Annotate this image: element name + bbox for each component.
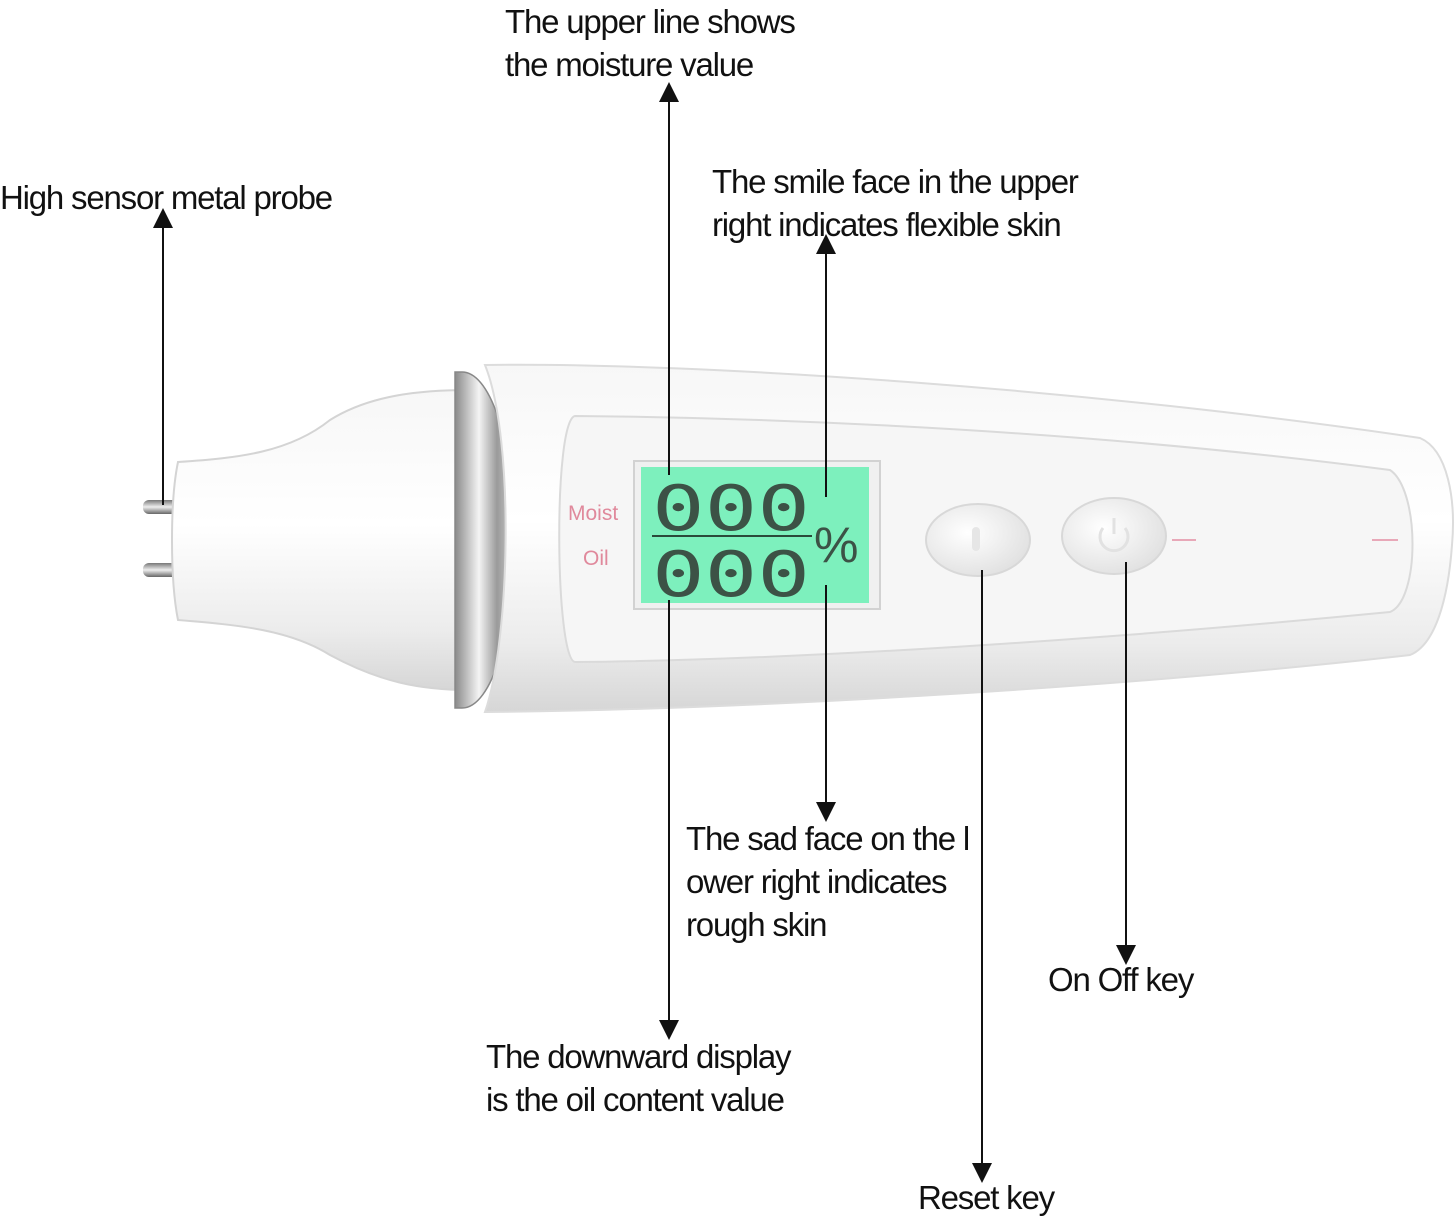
percent-sign: %: [814, 517, 858, 573]
moisture-annotation-line2: the moisture value: [505, 46, 754, 83]
sad-annotation-line1: The sad face on the l: [686, 820, 970, 857]
sad-annotation: The sad face on the l ower right indicat…: [686, 817, 970, 946]
oil-annotation-line1: The downward display: [486, 1038, 792, 1075]
power-icon: [1098, 518, 1130, 553]
reset-annotation: Reset key: [918, 1176, 1055, 1219]
oil-annotation-line2: is the oil content value: [486, 1081, 785, 1118]
reset-annotation-text: Reset key: [918, 1179, 1055, 1216]
oil-annotation: The downward display is the oil content …: [486, 1035, 792, 1121]
smile-annotation-line1: The smile face in the upper: [712, 163, 1079, 200]
onoff-annotation: On Off key: [1048, 958, 1194, 1001]
sad-annotation-line2: ower right indicates: [686, 863, 948, 900]
onoff-annotation-text: On Off key: [1048, 961, 1194, 998]
moisture-readout: 000: [652, 472, 810, 545]
probe-annotation: High sensor metal probe: [0, 176, 333, 219]
moist-label: Moist: [568, 502, 618, 525]
moisture-annotation-line1: The upper line shows: [505, 3, 796, 40]
smile-annotation-line2: right indicates flexible skin: [712, 206, 1062, 243]
sad-annotation-line3: rough skin: [686, 906, 827, 943]
moisture-annotation: The upper line shows the moisture value: [505, 0, 796, 86]
reset-button[interactable]: [925, 503, 1031, 577]
power-button[interactable]: [1061, 497, 1167, 575]
probe-head: [171, 388, 471, 692]
oil-label: Oil: [583, 547, 609, 570]
probe-annotation-text: High sensor metal probe: [0, 179, 333, 216]
smile-annotation: The smile face in the upper right indica…: [712, 160, 1079, 246]
oil-readout: 000: [652, 538, 810, 611]
